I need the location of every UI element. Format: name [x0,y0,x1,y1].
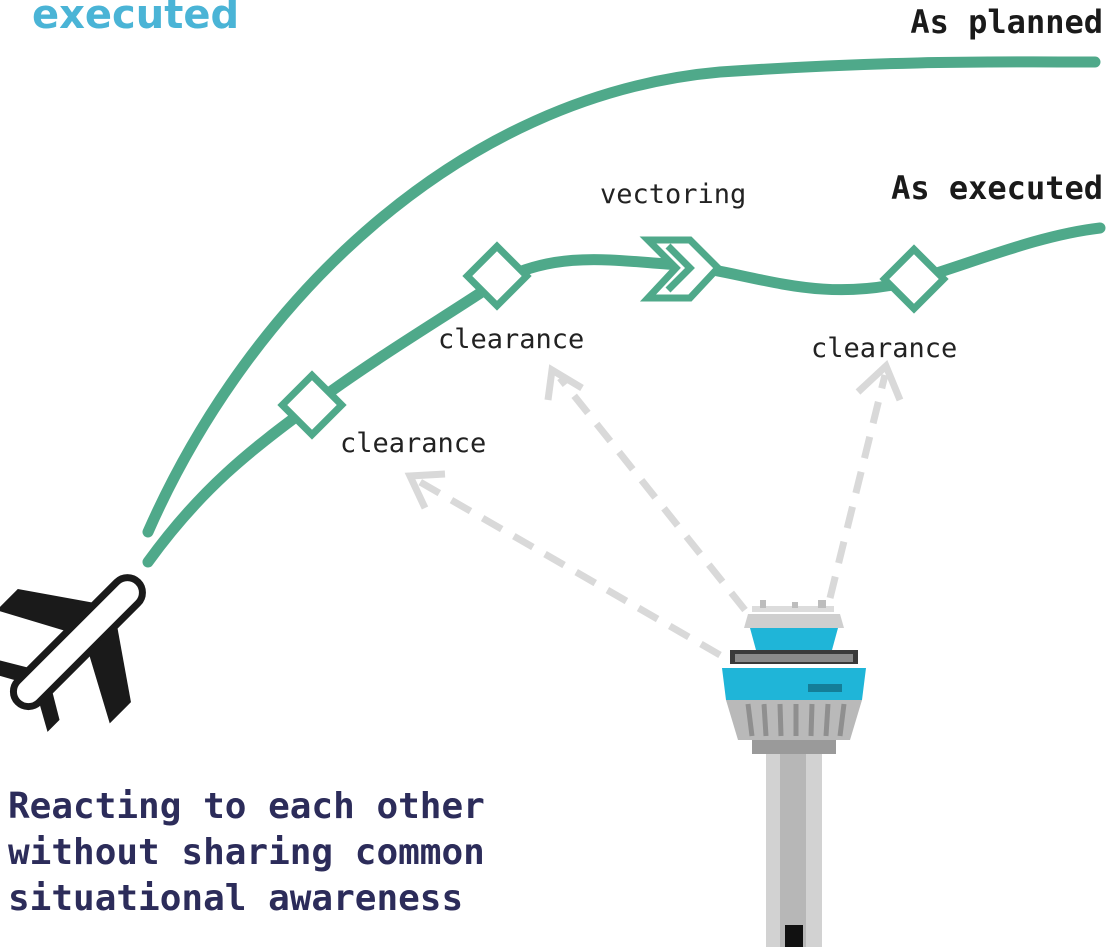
arrowhead-icon [855,360,904,402]
caption-line-2: without sharing common [8,832,485,873]
as-executed-label: As executed [891,169,1103,207]
top-heading: executed [32,0,239,38]
communication-arrow [826,374,889,599]
arrowhead-icon [404,470,446,510]
clearance-label: clearance [438,324,584,355]
vectoring-label: vectoring [600,179,746,210]
clearance-label: clearance [340,428,486,459]
double-chevron-icon [639,236,723,302]
communication-arrow [418,478,722,659]
clearance-label: clearance [811,333,957,364]
planned-path-line [142,56,1101,538]
caption-line-1: Reacting to each other [8,786,485,827]
diamond-marker-icon [277,370,347,440]
communication-arrow [557,375,748,613]
caption-line-3: situational awareness [8,878,463,919]
as-planned-label: As planned [910,3,1103,41]
diamond-marker-icon [879,244,949,314]
control-tower-icon [722,600,866,947]
arrowhead-icon [544,364,584,401]
diamond-marker-icon [462,241,532,311]
airplane-icon [0,574,146,732]
